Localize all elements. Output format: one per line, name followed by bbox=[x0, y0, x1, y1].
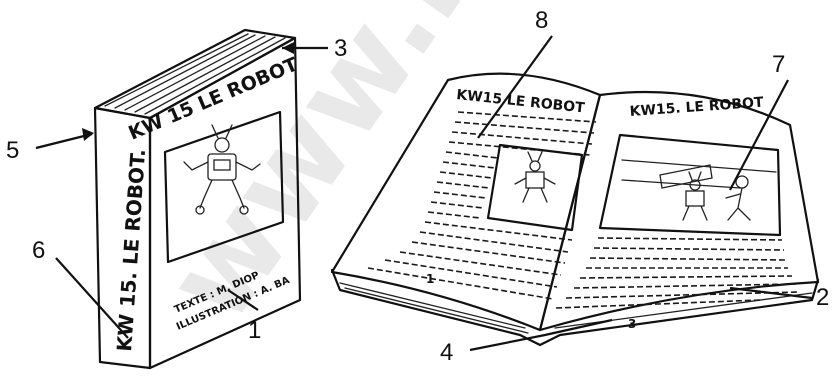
callout-label-8: 8 bbox=[535, 7, 548, 34]
left-page-number: 1 bbox=[426, 272, 434, 286]
callout-label-1: 1 bbox=[248, 317, 261, 344]
callout-label-3: 3 bbox=[334, 35, 347, 62]
right-page-number: 3 bbox=[628, 317, 636, 331]
spine-title: KW 15. LE ROBOT. bbox=[112, 148, 150, 352]
callout-label-5: 5 bbox=[6, 137, 19, 164]
callout-label-4: 4 bbox=[440, 339, 453, 366]
left-page-robot bbox=[515, 152, 555, 202]
callout-line-8 bbox=[478, 36, 552, 138]
left-page-text bbox=[368, 112, 596, 299]
callout-label-7: 7 bbox=[772, 51, 785, 78]
callout-label-2: 2 bbox=[816, 284, 829, 311]
right-page-heading: KW15. LE ROBOT bbox=[629, 95, 764, 120]
right-page-scene bbox=[622, 160, 776, 220]
left-page-heading: KW15 LE ROBOT bbox=[456, 87, 586, 116]
callout-arrowhead-5 bbox=[82, 128, 94, 141]
callout-label-6: 6 bbox=[32, 237, 45, 264]
